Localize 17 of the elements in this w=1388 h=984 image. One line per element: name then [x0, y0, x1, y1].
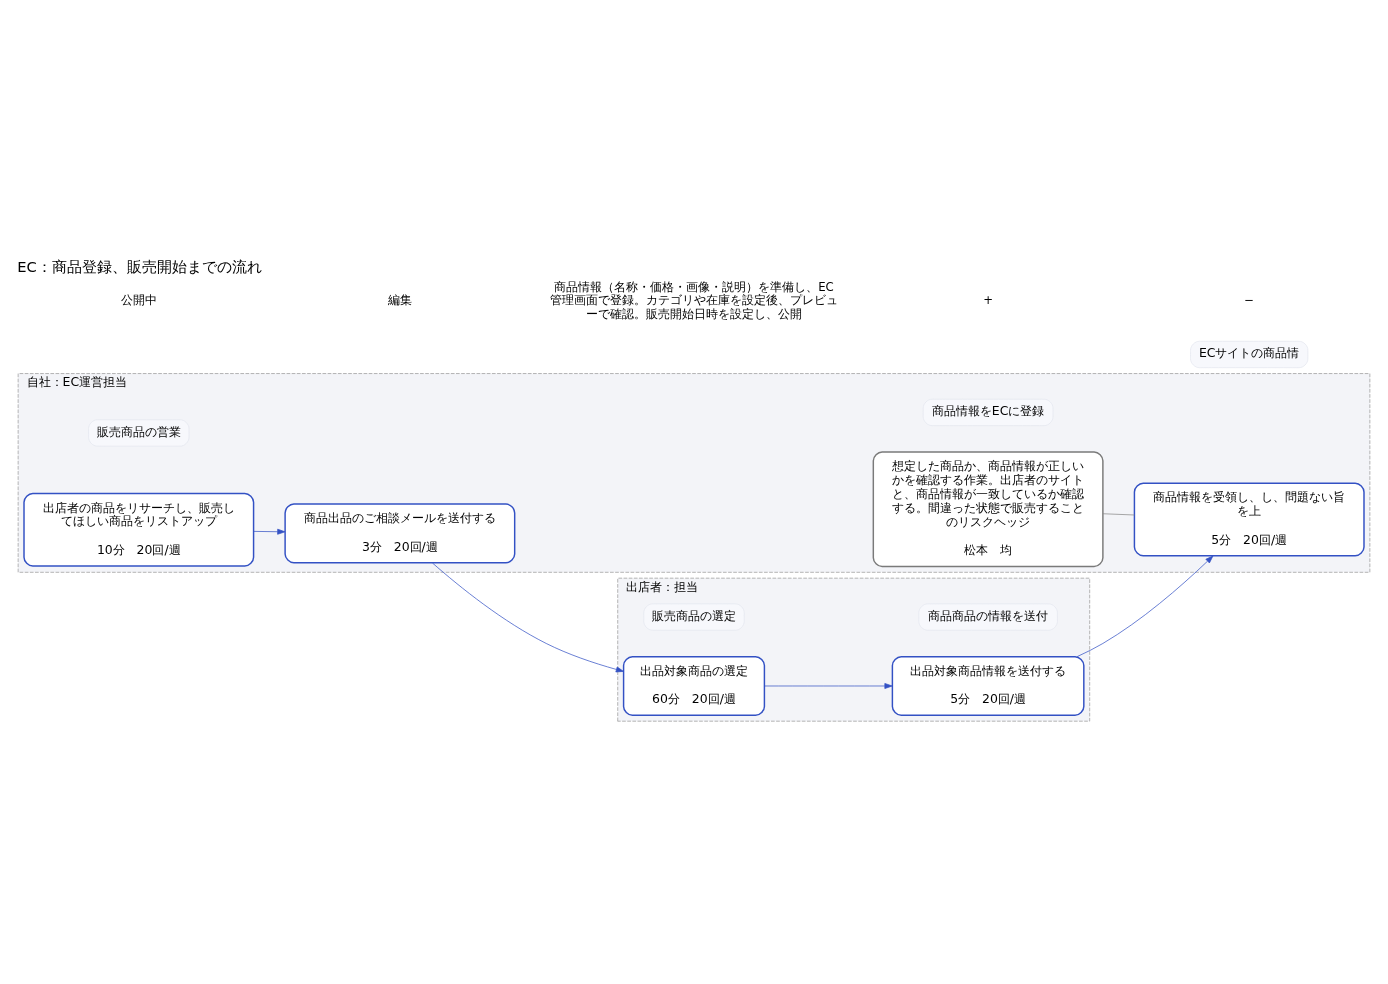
label: +: [983, 293, 994, 308]
label: −: [1244, 293, 1255, 308]
node-box: 商品出品のご相談メールを送付する 3分 20回/週: [284, 503, 516, 564]
label: 編集: [387, 293, 412, 308]
arrow: [1076, 555, 1214, 657]
arrow: [764, 683, 893, 689]
arrow: [253, 528, 286, 535]
node-box: 出店者の商品をリサーチし、販売してほしい商品をリストアップ 10分 20回/週: [23, 492, 255, 567]
node-box: 出品対象商品の選定 60分 20回/週: [622, 655, 766, 717]
node-box: 想定した商品か、商品情報が正しいかを確認する作業。出店者のサイトと、商品情報が一致しているか確認する。間違った状態で販売することのリスクヘッジ 松本 均: [872, 451, 1104, 568]
label: 商品情報（名称・価格・画像・説明）を準備し、EC管理画面で登録。カテゴリや在庫を設定後、プレビューで確認。販売開始日時を設定し、公開: [550, 280, 838, 321]
diagram-title: EC：商品登録、販売開始までの流れ: [17, 257, 262, 275]
node-box: 出品対象商品情報を送付する 5分 20回/週: [891, 655, 1085, 717]
label: 公開中: [120, 293, 157, 308]
arrow: [432, 562, 624, 673]
node-box: 商品情報を受領し、し、問題ない旨を上 5分 20回/週: [1133, 482, 1365, 557]
connector: [1102, 513, 1135, 516]
